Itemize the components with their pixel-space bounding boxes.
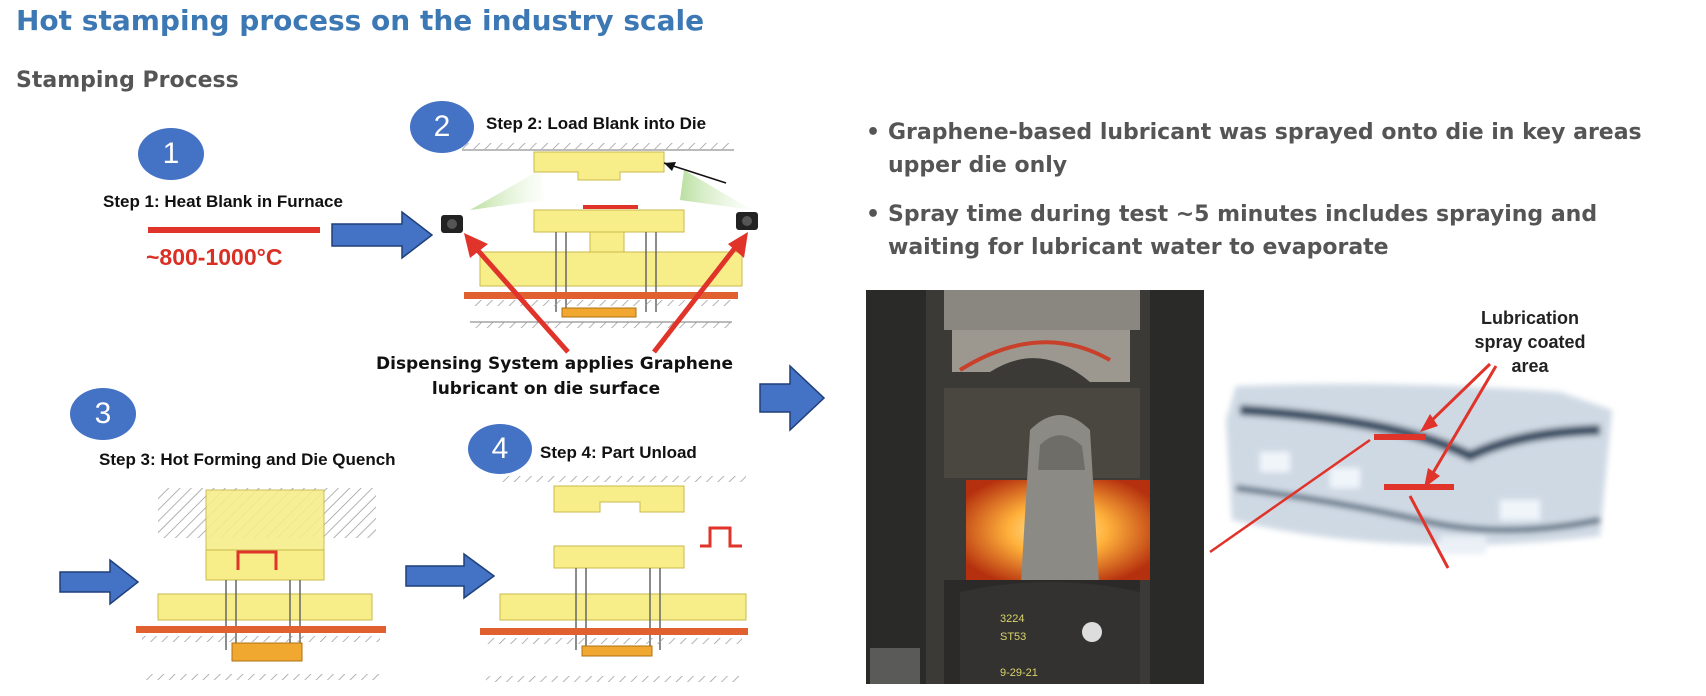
dispensing-label-line2: lubricant on die surface	[431, 379, 661, 399]
photo-to-part-line	[1209, 438, 1371, 554]
lubrication-label-line1: Lubrication	[1481, 308, 1579, 328]
step-2-badge: 2	[410, 101, 474, 153]
step-3-label: Step 3: Hot Forming and Die Quench	[99, 450, 396, 469]
page-title: Hot stamping process on the industry sca…	[16, 4, 705, 37]
red-arrow-left	[472, 244, 570, 354]
photo-marking-1: 3224	[1000, 613, 1024, 625]
flow-arrow-4	[405, 552, 496, 600]
step-4-badge: 4	[468, 424, 532, 474]
temperature-label: ~800-1000°C	[146, 244, 283, 270]
coated-area-marker-2	[1384, 484, 1454, 490]
step-4-label: Step 4: Part Unload	[540, 443, 697, 462]
bullet-item: Spray time during test ~5 minutes includ…	[866, 198, 1686, 264]
pointer-line	[663, 162, 727, 184]
step2-die	[441, 143, 758, 328]
flow-arrow-3	[59, 558, 140, 606]
step-1-badge: 1	[138, 128, 204, 180]
dispensing-label-line1: Dispensing System applies Graphene	[376, 354, 733, 374]
section-subtitle: Stamping Process	[16, 68, 239, 93]
photo-marking-2: ST53	[1000, 631, 1026, 643]
step-3-badge: 3	[70, 388, 136, 440]
lubrication-label-line3: area	[1511, 356, 1549, 376]
bullet-list: Graphene-based lubricant was sprayed ont…	[866, 116, 1686, 280]
photo-marking-3: 9-29-21	[1000, 667, 1038, 679]
step-1-label: Step 1: Heat Blank in Furnace	[103, 192, 343, 211]
finished-part-icon	[700, 526, 742, 548]
lubrication-label-line2: spray coated	[1474, 332, 1586, 352]
blank-bar	[148, 227, 320, 233]
step3-die	[136, 488, 386, 680]
step-2-label: Step 2: Load Blank into Die	[486, 114, 707, 133]
flow-arrow-to-photo	[759, 364, 826, 432]
step4-die	[480, 476, 748, 682]
bullet-item: Graphene-based lubricant was sprayed ont…	[866, 116, 1686, 182]
coated-area-marker-1	[1374, 434, 1426, 440]
spray-cone-right	[680, 170, 752, 210]
spray-cone-left	[470, 170, 545, 210]
red-arrow-right	[652, 242, 740, 354]
press-photo: 3224 ST53 9-29-21	[866, 290, 1204, 684]
lubrication-label: Lubrication spray coated area	[1460, 306, 1600, 378]
coated-part-image	[1226, 384, 1612, 554]
flow-arrow-1	[331, 210, 434, 260]
